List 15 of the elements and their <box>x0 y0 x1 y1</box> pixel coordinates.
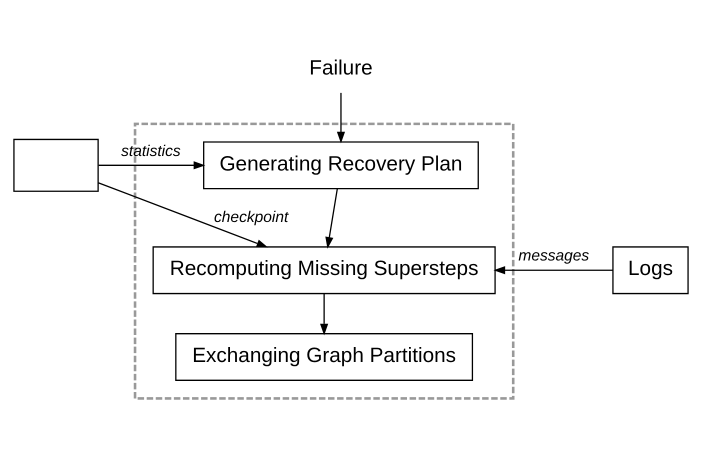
arrow <box>493 266 613 274</box>
node-text: Failure <box>309 56 373 80</box>
arrow <box>320 294 328 336</box>
node-box: Exchanging Graph Partitions <box>175 333 474 381</box>
arrow <box>325 188 338 249</box>
node-box: Generating Recovery Plan <box>203 141 479 190</box>
arrow <box>98 161 206 170</box>
edge-label: messages <box>518 248 590 265</box>
node-box: Recomputing Missing Supersteps <box>152 246 496 294</box>
node-box <box>13 138 99 192</box>
arrow <box>98 182 268 248</box>
node-box: Logs <box>612 246 689 294</box>
edge-label: checkpoint <box>214 208 288 226</box>
edge-label: statistics <box>121 142 181 160</box>
arrow <box>336 92 346 144</box>
